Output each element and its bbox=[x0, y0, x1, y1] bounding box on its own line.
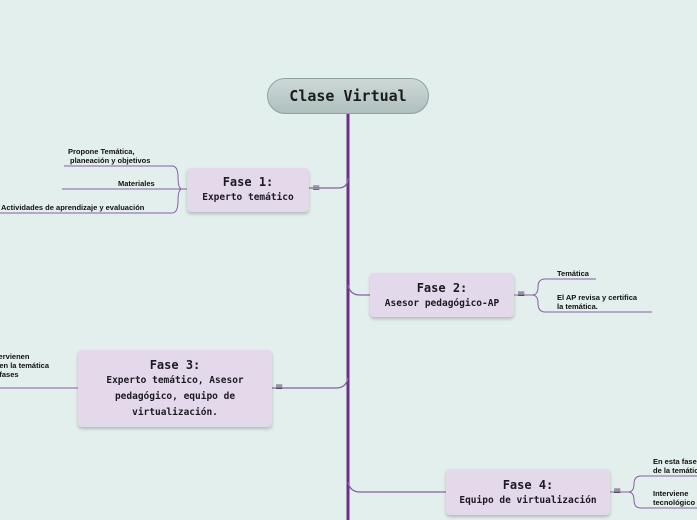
subtopic-fase1-materiales[interactable]: Materiales bbox=[118, 179, 155, 188]
leaf-text-line: El AP revisa y certifica bbox=[557, 293, 638, 302]
topic-fase-2[interactable]: Fase 2: Asesor pedagógico-AP bbox=[370, 273, 514, 317]
leaf-text-line: Materiales bbox=[118, 179, 155, 188]
subtopic-fase2-tematica[interactable]: Temática bbox=[557, 269, 589, 278]
leaf-text-line: planeación y objetivos bbox=[70, 156, 151, 165]
collapse-icon[interactable]: ≡ bbox=[517, 289, 526, 300]
root-title: Clase Virtual bbox=[289, 87, 407, 105]
collapse-icon[interactable]: ≡ bbox=[275, 382, 284, 393]
fase-3-subtitle-line-3: virtualización. bbox=[132, 407, 218, 418]
leaf-text-line: Interviene bbox=[653, 489, 689, 498]
branch-fase2 bbox=[347, 284, 370, 296]
leaf-line-f2-1 bbox=[514, 278, 596, 296]
leaf-text-line: la temática. bbox=[557, 302, 598, 311]
subtopic-fase4-en-esta-fase[interactable]: En esta fase de la temática bbox=[653, 457, 697, 475]
leaf-line-f4-2 bbox=[610, 491, 697, 509]
branch-fase3 bbox=[272, 377, 349, 389]
fase-2-subtitle: Asesor pedagógico-AP bbox=[384, 298, 500, 309]
collapse-icon[interactable]: ≡ bbox=[613, 486, 622, 497]
topic-fase-4[interactable]: Fase 4: Equipo de virtualización bbox=[446, 469, 610, 515]
branch-fase1 bbox=[309, 177, 349, 189]
fase-3-title: Fase 3: bbox=[149, 358, 201, 372]
root-topic[interactable]: Clase Virtual bbox=[267, 78, 429, 114]
fase-2-title: Fase 2: bbox=[416, 281, 468, 295]
subtopic-fase4-interviene[interactable]: Interviene tecnológico bbox=[653, 489, 695, 507]
fase-4-subtitle: Equipo de virtualización bbox=[459, 495, 597, 506]
collapse-icon[interactable]: ≡ bbox=[312, 183, 321, 194]
leaf-text-line: En esta fase bbox=[653, 457, 697, 466]
subtopic-fase2-revisa[interactable]: El AP revisa y certifica la temática. bbox=[557, 293, 637, 311]
fase-3-subtitle-line-1: Experto temático, Asesor bbox=[106, 375, 244, 386]
fase-4-title: Fase 4: bbox=[502, 478, 554, 492]
leaf-text-line: de la temática bbox=[653, 466, 697, 475]
fase-1-subtitle: Experto temático bbox=[202, 192, 294, 203]
fase-3-subtitle-line-2: pedagógico, equipo de bbox=[114, 391, 236, 402]
leaf-text-line: Intervienen bbox=[0, 352, 30, 361]
leaf-line-f2-2 bbox=[514, 294, 652, 313]
leaf-line-f1-3 bbox=[0, 188, 187, 214]
subtopic-fase1-actividades[interactable]: Actividades de aprendizaje y evaluación bbox=[1, 203, 144, 212]
leaf-line-f1-1 bbox=[64, 165, 187, 190]
subtopic-fase1-propone[interactable]: Propone Temática, planeación y objetivos bbox=[68, 147, 150, 165]
fase-1-title: Fase 1: bbox=[222, 175, 274, 189]
leaf-text-line: fases bbox=[0, 370, 19, 379]
leaf-text-line: Temática bbox=[557, 269, 589, 278]
leaf-text-line: en la temática bbox=[0, 361, 49, 370]
leaf-text-line: tecnológico bbox=[653, 498, 696, 507]
leaf-line-f4-1 bbox=[610, 475, 697, 493]
leaf-text-line: Actividades de aprendizaje y evaluación bbox=[1, 203, 145, 212]
topic-fase-3[interactable]: Fase 3: Experto temático, Asesor pedagóg… bbox=[78, 350, 272, 427]
branch-fase4 bbox=[347, 481, 446, 493]
topic-fase-1[interactable]: Fase 1: Experto temático bbox=[187, 168, 309, 212]
leaf-text-line: Propone Temática, bbox=[68, 147, 135, 156]
subtopic-fase3-intervienen[interactable]: Intervienen en la temática fases bbox=[0, 352, 49, 379]
